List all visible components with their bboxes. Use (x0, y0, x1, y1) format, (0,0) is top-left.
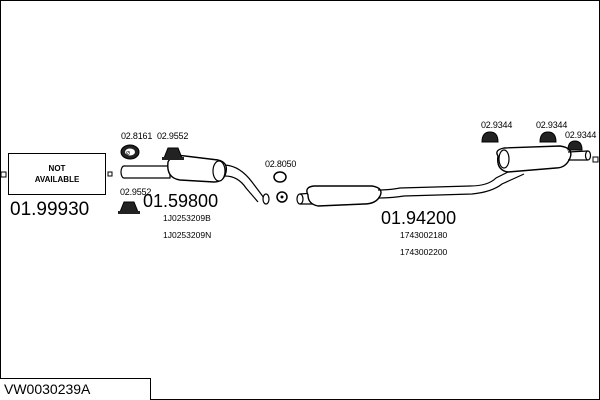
box-connector-marker (107, 171, 113, 177)
part-number-rear[interactable]: 01.94200 (381, 208, 457, 228)
not-available-line1: NOT (48, 164, 66, 173)
bracket-icon (162, 147, 184, 160)
clamp-ring-icon (273, 171, 287, 183)
oem-number-rear-1: 1743002180 (400, 230, 448, 240)
front-muffler-assembly (120, 154, 270, 205)
part-number-front[interactable]: 01.59800 (143, 191, 219, 211)
rear-mount-label-1[interactable]: 02.9344 (481, 120, 513, 130)
rear-muffler-assembly (296, 145, 592, 207)
footer-code-box: VW0030239A (0, 378, 151, 400)
rubber-hanger-icon (539, 131, 557, 143)
rear-mount-label-3[interactable]: 02.9344 (565, 130, 597, 140)
mount-label-3[interactable]: 02.9552 (120, 187, 152, 197)
left-edge-marker (0, 171, 7, 178)
oem-number-front-2: 1J0253209N (163, 230, 212, 240)
mount-label-2[interactable]: 02.9552 (157, 131, 189, 141)
oem-number-front-1: 1J0253209B (163, 213, 211, 223)
svg-text:Ø: Ø (126, 151, 130, 157)
right-edge-marker (592, 156, 599, 163)
footer-code: VW0030239A (4, 381, 91, 397)
mount-label-1[interactable]: 02.8161 (121, 131, 153, 141)
rubber-hanger-icon (567, 140, 583, 151)
rubber-mount-icon: Ø (120, 144, 140, 160)
oem-number-rear-2: 1743002200 (400, 247, 448, 257)
rear-mount-label-2[interactable]: 02.9344 (536, 120, 568, 130)
rubber-hanger-icon (481, 131, 499, 143)
gasket-icon (276, 191, 288, 203)
not-available-box: NOT AVAILABLE (8, 153, 106, 195)
part-number-not-available[interactable]: 01.99930 (10, 199, 90, 220)
bracket-icon (118, 201, 140, 214)
joint-label[interactable]: 02.8050 (265, 159, 297, 169)
not-available-line2: AVAILABLE (34, 175, 80, 184)
